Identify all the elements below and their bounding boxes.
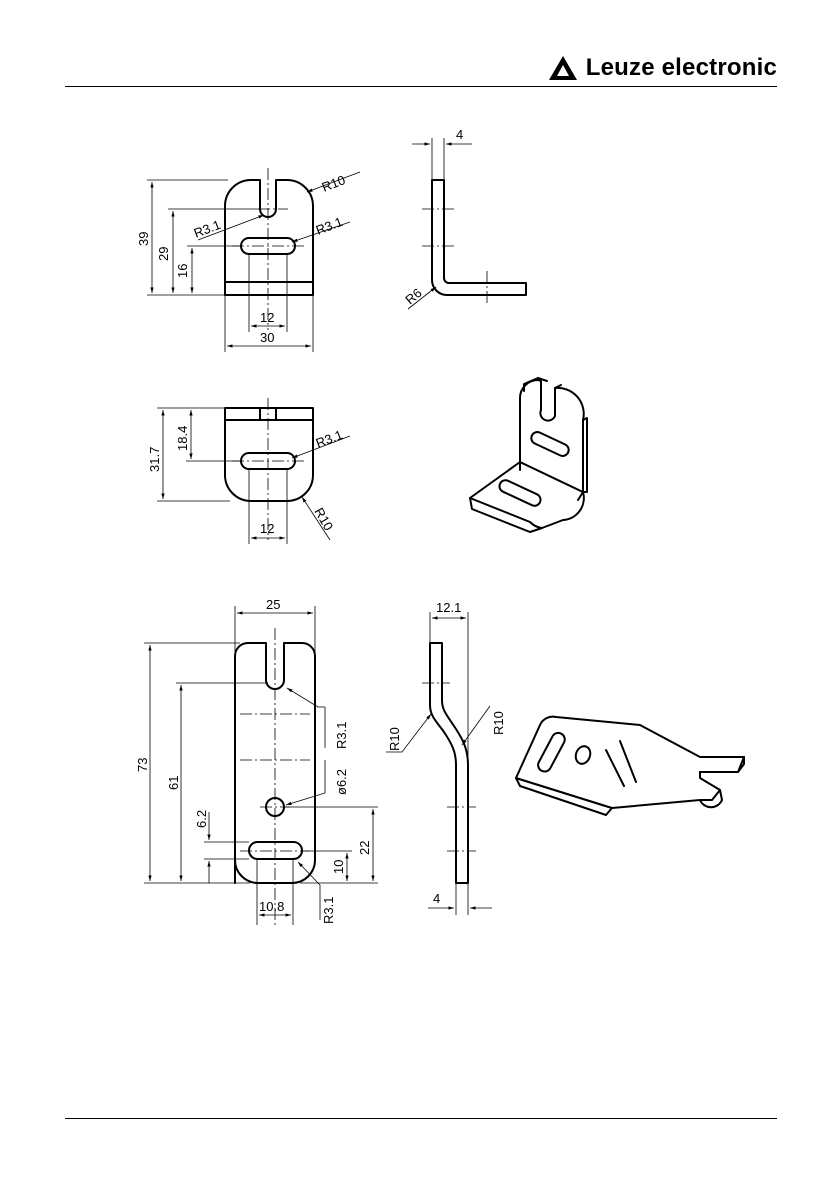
bracket1-isometric-view: [470, 378, 587, 532]
dim-slot-length: 12: [260, 310, 274, 325]
dim-height-slot: 18.4: [175, 426, 190, 451]
dim-height-slot-top: 29: [156, 247, 171, 261]
dim-radius-notch: R3.1: [192, 217, 223, 241]
dim-hole-height: 22: [357, 841, 372, 855]
dim-radius-top: R10: [320, 172, 348, 195]
dim-radius-slot: R3.1: [321, 897, 336, 924]
dim-offset: 12.1: [436, 600, 461, 615]
dim-bend-radius-left: R10: [387, 727, 402, 751]
dim-radius-notch: R3.1: [334, 722, 349, 749]
dim-bend-radius: R6: [402, 285, 424, 307]
dim-width: 30: [260, 330, 274, 345]
dim-radius-slot: R3.1: [314, 427, 345, 451]
bracket1-front-view: 39 29 16 R10 R3.1 R3.1 12 30: [136, 168, 360, 352]
dim-slot-length: 10.8: [259, 899, 284, 914]
dim-slot-height: 10: [331, 860, 346, 874]
dim-hole-diameter: ø6.2: [334, 769, 349, 795]
dim-bend-radius-right: R10: [491, 711, 506, 735]
dim-thickness: 4: [456, 127, 463, 142]
dim-radius-corner: R10: [311, 505, 336, 533]
bracket2-front-view: 25 73 61 6.2 R3.1 ø6.2 R3.1 22 10 10.8: [135, 597, 378, 925]
dim-hole-offset: 6.2: [194, 810, 209, 828]
dim-height-notch: 61: [166, 776, 181, 790]
bracket2-isometric-view: [516, 717, 744, 815]
bracket1-bottom-view: 31.7 18.4 R3.1 R10 12: [147, 398, 350, 544]
dim-width: 25: [266, 597, 280, 612]
dim-radius-slot: R3.1: [314, 214, 345, 238]
dim-height-total: 31.7: [147, 447, 162, 472]
dim-height-total: 39: [136, 232, 151, 246]
dim-height-total: 73: [135, 758, 150, 772]
bracket1-side-view: 4 R6: [402, 127, 526, 309]
dim-height-slot: 16: [175, 264, 190, 278]
dim-slot-length: 12: [260, 521, 274, 536]
dim-thickness: 4: [433, 891, 440, 906]
bracket2-side-view: 12.1 R10 R10 4: [386, 600, 506, 915]
